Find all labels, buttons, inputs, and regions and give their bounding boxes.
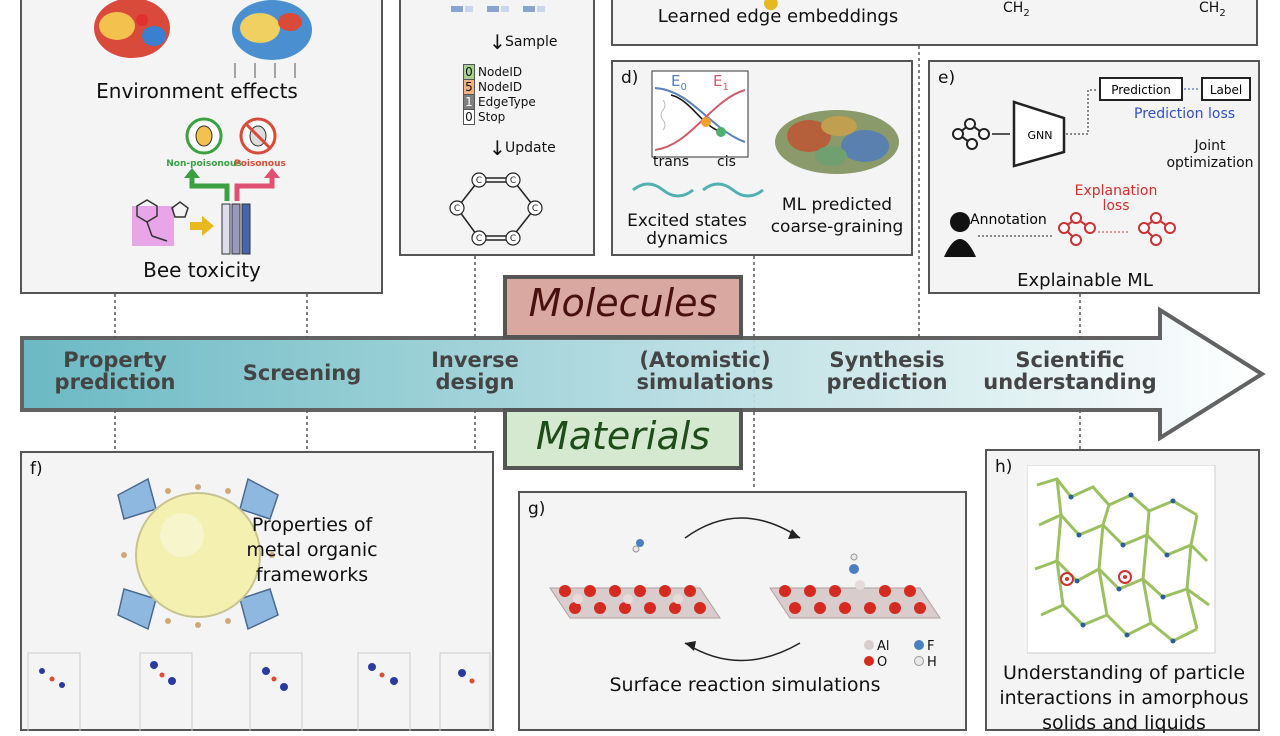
panel-e: e) GNN Prediction Label Prediction loss … (928, 60, 1260, 294)
action-number: 0 (463, 108, 475, 125)
action-label: NodeID (478, 64, 523, 79)
e0-label: E0 (671, 72, 687, 93)
graph-input-icon (952, 118, 990, 150)
excited-state-molecules (632, 182, 764, 198)
panel-tag: d) (621, 68, 639, 88)
sample-label: Sample (505, 34, 558, 50)
stage-atomistic-simulations: (Atomistic)simulations (636, 348, 774, 394)
materials-label: Materials (535, 414, 711, 458)
molecules-box (503, 275, 743, 339)
panel-tag: f) (30, 459, 43, 479)
legend-item: F (914, 639, 934, 655)
edge-embeddings-caption: Learned edge embeddings (657, 6, 899, 27)
mof-structures-row (27, 652, 491, 731)
coarse-graining-caption: ML predicted coarse-graining (770, 195, 904, 237)
down-arrow-icon: ↓ (489, 30, 506, 54)
potential-energy-plot (651, 70, 749, 158)
ch2-label-right: CH2 (1199, 0, 1226, 19)
update-label: Update (505, 140, 556, 156)
cis-label: cis (717, 154, 736, 170)
mof-caption: Properties of metal organic frameworks (246, 514, 378, 586)
bee-icon (195, 125, 213, 147)
action-row: 1 EdgeType (463, 93, 536, 110)
ch2-label-left: CH2 (1003, 0, 1030, 19)
panel-g: g) Al F O H Surface reaction simul (518, 491, 967, 731)
molecule-surfaces-illustration (94, 0, 312, 78)
label-box (1201, 77, 1251, 101)
explanation-graph-icon (1058, 212, 1096, 246)
atom-label: C (476, 234, 482, 244)
atom-label: C (510, 176, 516, 186)
explanation-loss-text: Explanation loss (1074, 183, 1158, 214)
action-row: 5 NodeID (463, 78, 536, 95)
atom-label: C (532, 204, 538, 214)
explainable-ml-caption: Explainable ML (1017, 270, 1153, 291)
action-label: Stop (478, 109, 506, 124)
coarse-grained-protein (775, 110, 899, 174)
e1-label: E1 (713, 72, 729, 93)
action-list: 0 NodeID 5 NodeID 1 EdgeType 0 Stop (463, 63, 536, 125)
annotation-label: Annotation (970, 212, 1047, 228)
surface-reaction-illustration (549, 517, 941, 662)
slab-left (549, 585, 721, 619)
excited-states-caption: Excited states dynamics (627, 211, 747, 249)
gnn-label: GNN (1028, 129, 1053, 142)
action-row: 0 NodeID (463, 63, 536, 80)
non-poisonous-label: Non-poisonous (166, 159, 241, 169)
mof-cage-illustration (117, 477, 279, 631)
legend-item: H (914, 655, 937, 671)
panel-a: Environment effects Non-poisonous Poison… (20, 0, 383, 294)
action-row: 0 Stop (463, 108, 536, 125)
environment-effects-caption: Environment effects (96, 79, 298, 103)
embedding-bars (451, 6, 545, 12)
trans-label: trans (653, 154, 689, 170)
atom-label: C (454, 204, 460, 214)
action-label: EdgeType (478, 94, 536, 109)
bee-toxicity-caption: Bee toxicity (143, 258, 261, 282)
highlight-particle (1118, 570, 1132, 584)
legend-item: Al (864, 639, 914, 655)
atom-label: C (476, 176, 482, 186)
down-arrow-icon: ↓ (489, 136, 506, 160)
highlight-particle (1060, 572, 1074, 586)
person-icon (950, 212, 970, 232)
prediction-loss-label: Prediction loss (1134, 106, 1235, 122)
stage-screening: Screening (242, 361, 362, 385)
slab-right (769, 553, 941, 619)
element-legend: Al F O H (864, 639, 964, 671)
timeline-arrow (20, 306, 1266, 442)
explainable-ml-diagram: GNN Prediction Label Prediction loss Ann… (944, 77, 1251, 257)
action-label: NodeID (478, 79, 523, 94)
joint-optimization-text: Joint optimization (1166, 138, 1254, 171)
prediction-box (1099, 77, 1183, 101)
panel-d: d) E0 E1 trans cis Excited states dynami… (611, 60, 913, 256)
amorphous-network-illustration (1027, 465, 1216, 654)
panel-tag: g) (528, 499, 546, 519)
star-icon: ● (763, 0, 779, 13)
legend-item: O (864, 655, 914, 671)
panel-c: ↓ Sample 0 NodeID 5 NodeID 1 EdgeType 0 … (399, 0, 595, 256)
molecules-label: Molecules (528, 281, 718, 325)
gnn-block (1012, 100, 1066, 168)
poisonous-label: Poisonous (234, 159, 286, 169)
amorphous-caption: Understanding of particle interactions i… (999, 662, 1249, 734)
panel-tag: e) (938, 68, 956, 88)
panel-b: ● Learned edge embeddings CH2 CH2 (611, 0, 1258, 46)
label-box-text: Label (1210, 83, 1242, 97)
panel-h: h) Understanding of particle interaction… (985, 449, 1260, 734)
atom-label: C (510, 234, 516, 244)
explanation-graph-icon (1138, 212, 1176, 246)
prediction-label: Prediction (1111, 83, 1171, 97)
panel-tag: h) (995, 457, 1013, 477)
bee-toxicity-illustration: Non-poisonous Poisonous (132, 117, 286, 255)
benzene-graph: C C C C C C (449, 172, 543, 246)
panel-f: f) Properties of metal organic framework… (20, 451, 494, 731)
surface-reaction-caption: Surface reaction simulations (609, 674, 881, 696)
action-number: 5 (463, 78, 475, 95)
